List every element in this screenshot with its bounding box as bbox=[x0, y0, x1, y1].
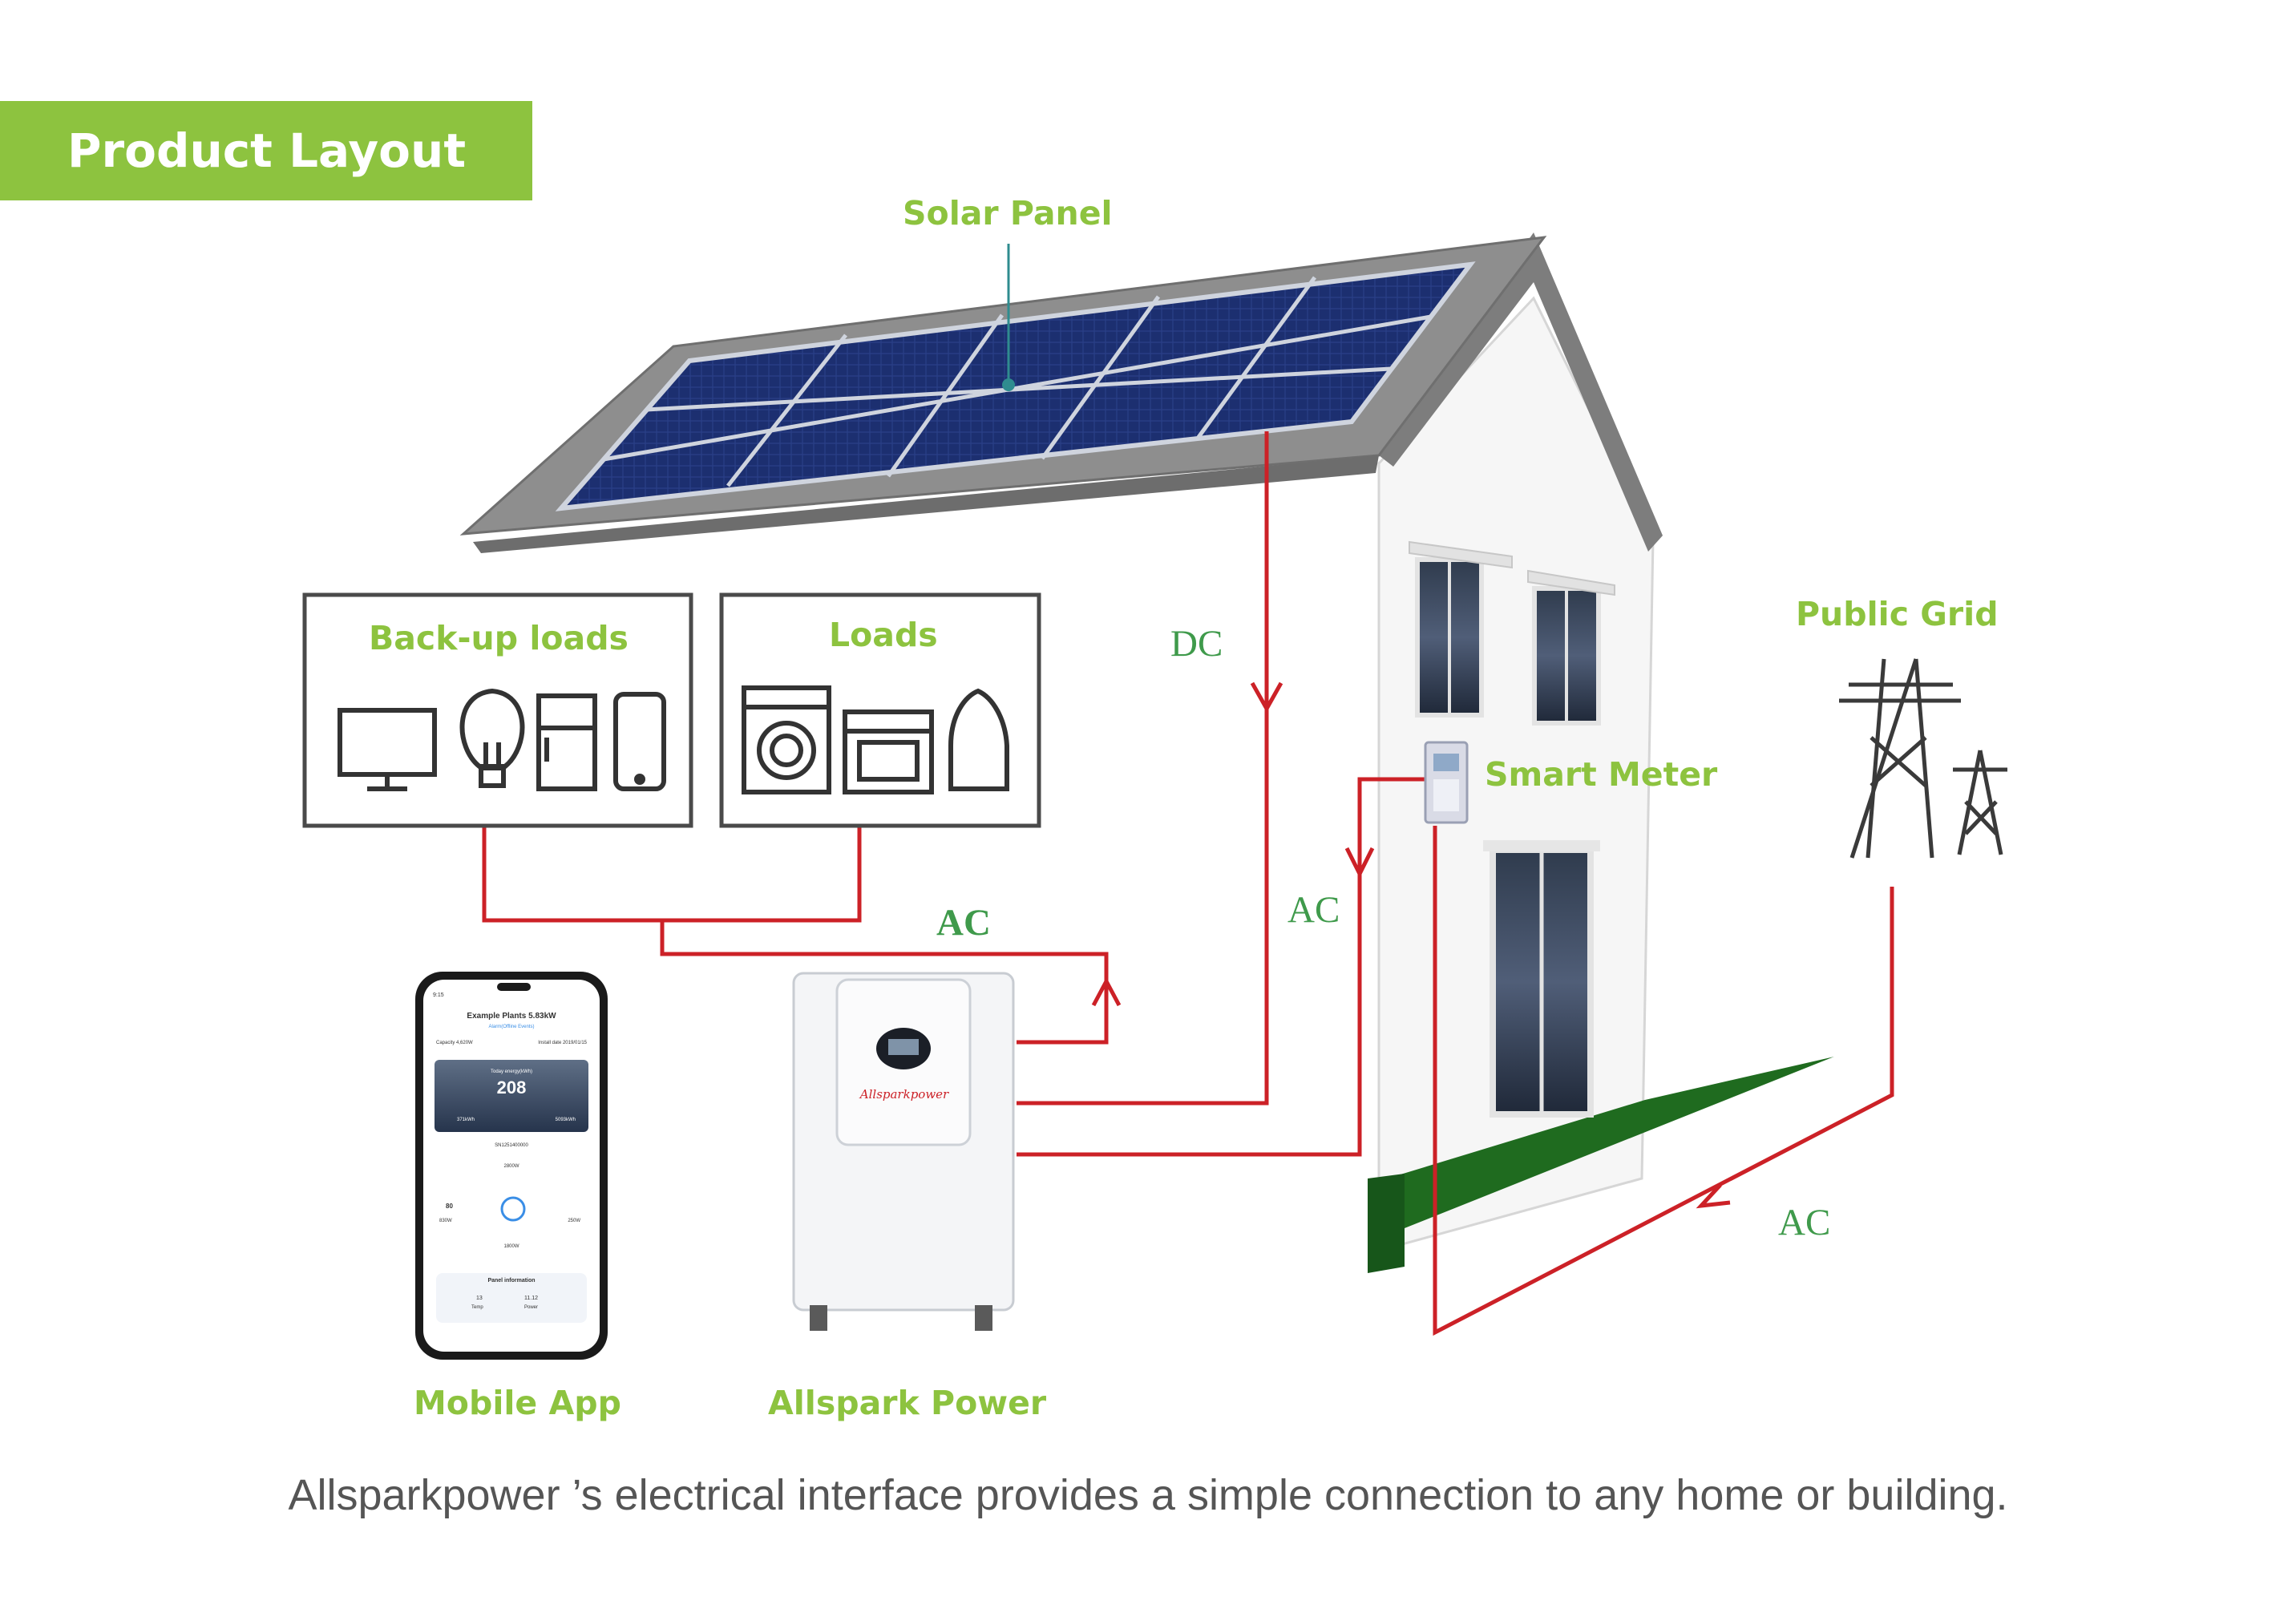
allspark-power-label: Allspark Power bbox=[768, 1384, 1047, 1422]
public-grid-label: Public Grid bbox=[1796, 595, 1999, 633]
phone-hero-image bbox=[435, 1060, 588, 1132]
phone-device-select[interactable]: SN1251400000 bbox=[495, 1143, 528, 1148]
phone-capacity: Capacity 4,620W bbox=[436, 1041, 473, 1045]
footer-caption: Allsparkpower ’s electrical interface pr… bbox=[288, 1471, 2008, 1519]
phone-energy-label: Today energy(kWh) bbox=[490, 1069, 533, 1074]
ac-loads-flow-label: AC bbox=[936, 902, 991, 944]
device-brand-mark: Allsparkpower bbox=[859, 1087, 949, 1102]
meter-ground-wire bbox=[1433, 826, 1894, 1336]
smart-meter-label: Smart Meter bbox=[1485, 755, 1718, 794]
phone-plant-title: Example Plants 5.83kW bbox=[467, 1012, 556, 1021]
wiring bbox=[482, 431, 1894, 1336]
phone-screen: 9:15 Example Plants 5.83kW Alarm(Offline… bbox=[425, 992, 598, 1345]
smartphone-icon bbox=[613, 692, 666, 791]
phone-power-value: 11.12 bbox=[524, 1296, 538, 1301]
dc-flow-label: DC bbox=[1170, 623, 1223, 665]
lawn-front-strip bbox=[1368, 1174, 1405, 1273]
phone-frame bbox=[415, 972, 608, 1360]
smart-meter-icon bbox=[1424, 741, 1469, 824]
flow-arrows bbox=[1091, 681, 1731, 1209]
light-bulb-icon bbox=[459, 688, 525, 788]
phone-battery-percent: 80 bbox=[446, 1203, 453, 1210]
solar-panel-array bbox=[555, 244, 1476, 511]
roof-gable-trim bbox=[1379, 232, 1663, 552]
loads-box bbox=[719, 592, 1041, 828]
title-banner: Product Layout bbox=[0, 101, 532, 200]
phone-temp-label: Temp bbox=[471, 1305, 483, 1310]
washing-machine-icon bbox=[742, 685, 831, 794]
ac-loads-wire bbox=[660, 920, 1109, 1045]
phone-month-value: 371kWh bbox=[457, 1118, 475, 1122]
mobile-app-label: Mobile App bbox=[414, 1384, 621, 1422]
phone-temp-value: 13 bbox=[476, 1296, 483, 1301]
phone-total-value: 5093kWh bbox=[555, 1118, 576, 1122]
backup-loads-wire bbox=[482, 826, 862, 923]
power-tower-icon bbox=[1839, 658, 2007, 859]
iron-icon bbox=[948, 688, 1009, 791]
phone-install-date: Install date 2019/01/15 bbox=[538, 1041, 587, 1045]
phone-energy-value: 208 bbox=[496, 1077, 527, 1098]
roof-shade bbox=[473, 455, 1379, 553]
oven-icon bbox=[843, 709, 934, 794]
page-title: Product Layout bbox=[67, 123, 467, 178]
loads-label: Loads bbox=[829, 616, 938, 654]
allspark-power-unit bbox=[792, 972, 1015, 1331]
phone-grid-power: 1800W bbox=[503, 1244, 519, 1249]
phone-power-label: Power bbox=[524, 1305, 539, 1310]
backup-loads-label: Back-up loads bbox=[369, 619, 629, 657]
phone-time: 9:15 bbox=[433, 992, 444, 998]
phone-pv-power: 2800W bbox=[503, 1164, 519, 1169]
lawn bbox=[1374, 1057, 1834, 1267]
phone-home-power: 250W bbox=[568, 1219, 580, 1223]
backup-loads-box bbox=[302, 592, 693, 828]
refrigerator-icon bbox=[536, 693, 597, 791]
tv-icon bbox=[338, 708, 437, 791]
dc-solar-wire bbox=[1017, 431, 1269, 1106]
solar-panel-label: Solar Panel bbox=[903, 194, 1113, 232]
phone-battery-power: 830W bbox=[439, 1219, 452, 1223]
phone-plant-tag: Alarm(Offline Events) bbox=[488, 1025, 535, 1029]
ac-grid-flow-label: AC bbox=[1778, 1202, 1831, 1243]
phone-panel-info: Panel information bbox=[487, 1278, 536, 1284]
ac-meter-flow-label: AC bbox=[1287, 889, 1340, 931]
ac-smart-meter-wire bbox=[1017, 777, 1429, 1157]
